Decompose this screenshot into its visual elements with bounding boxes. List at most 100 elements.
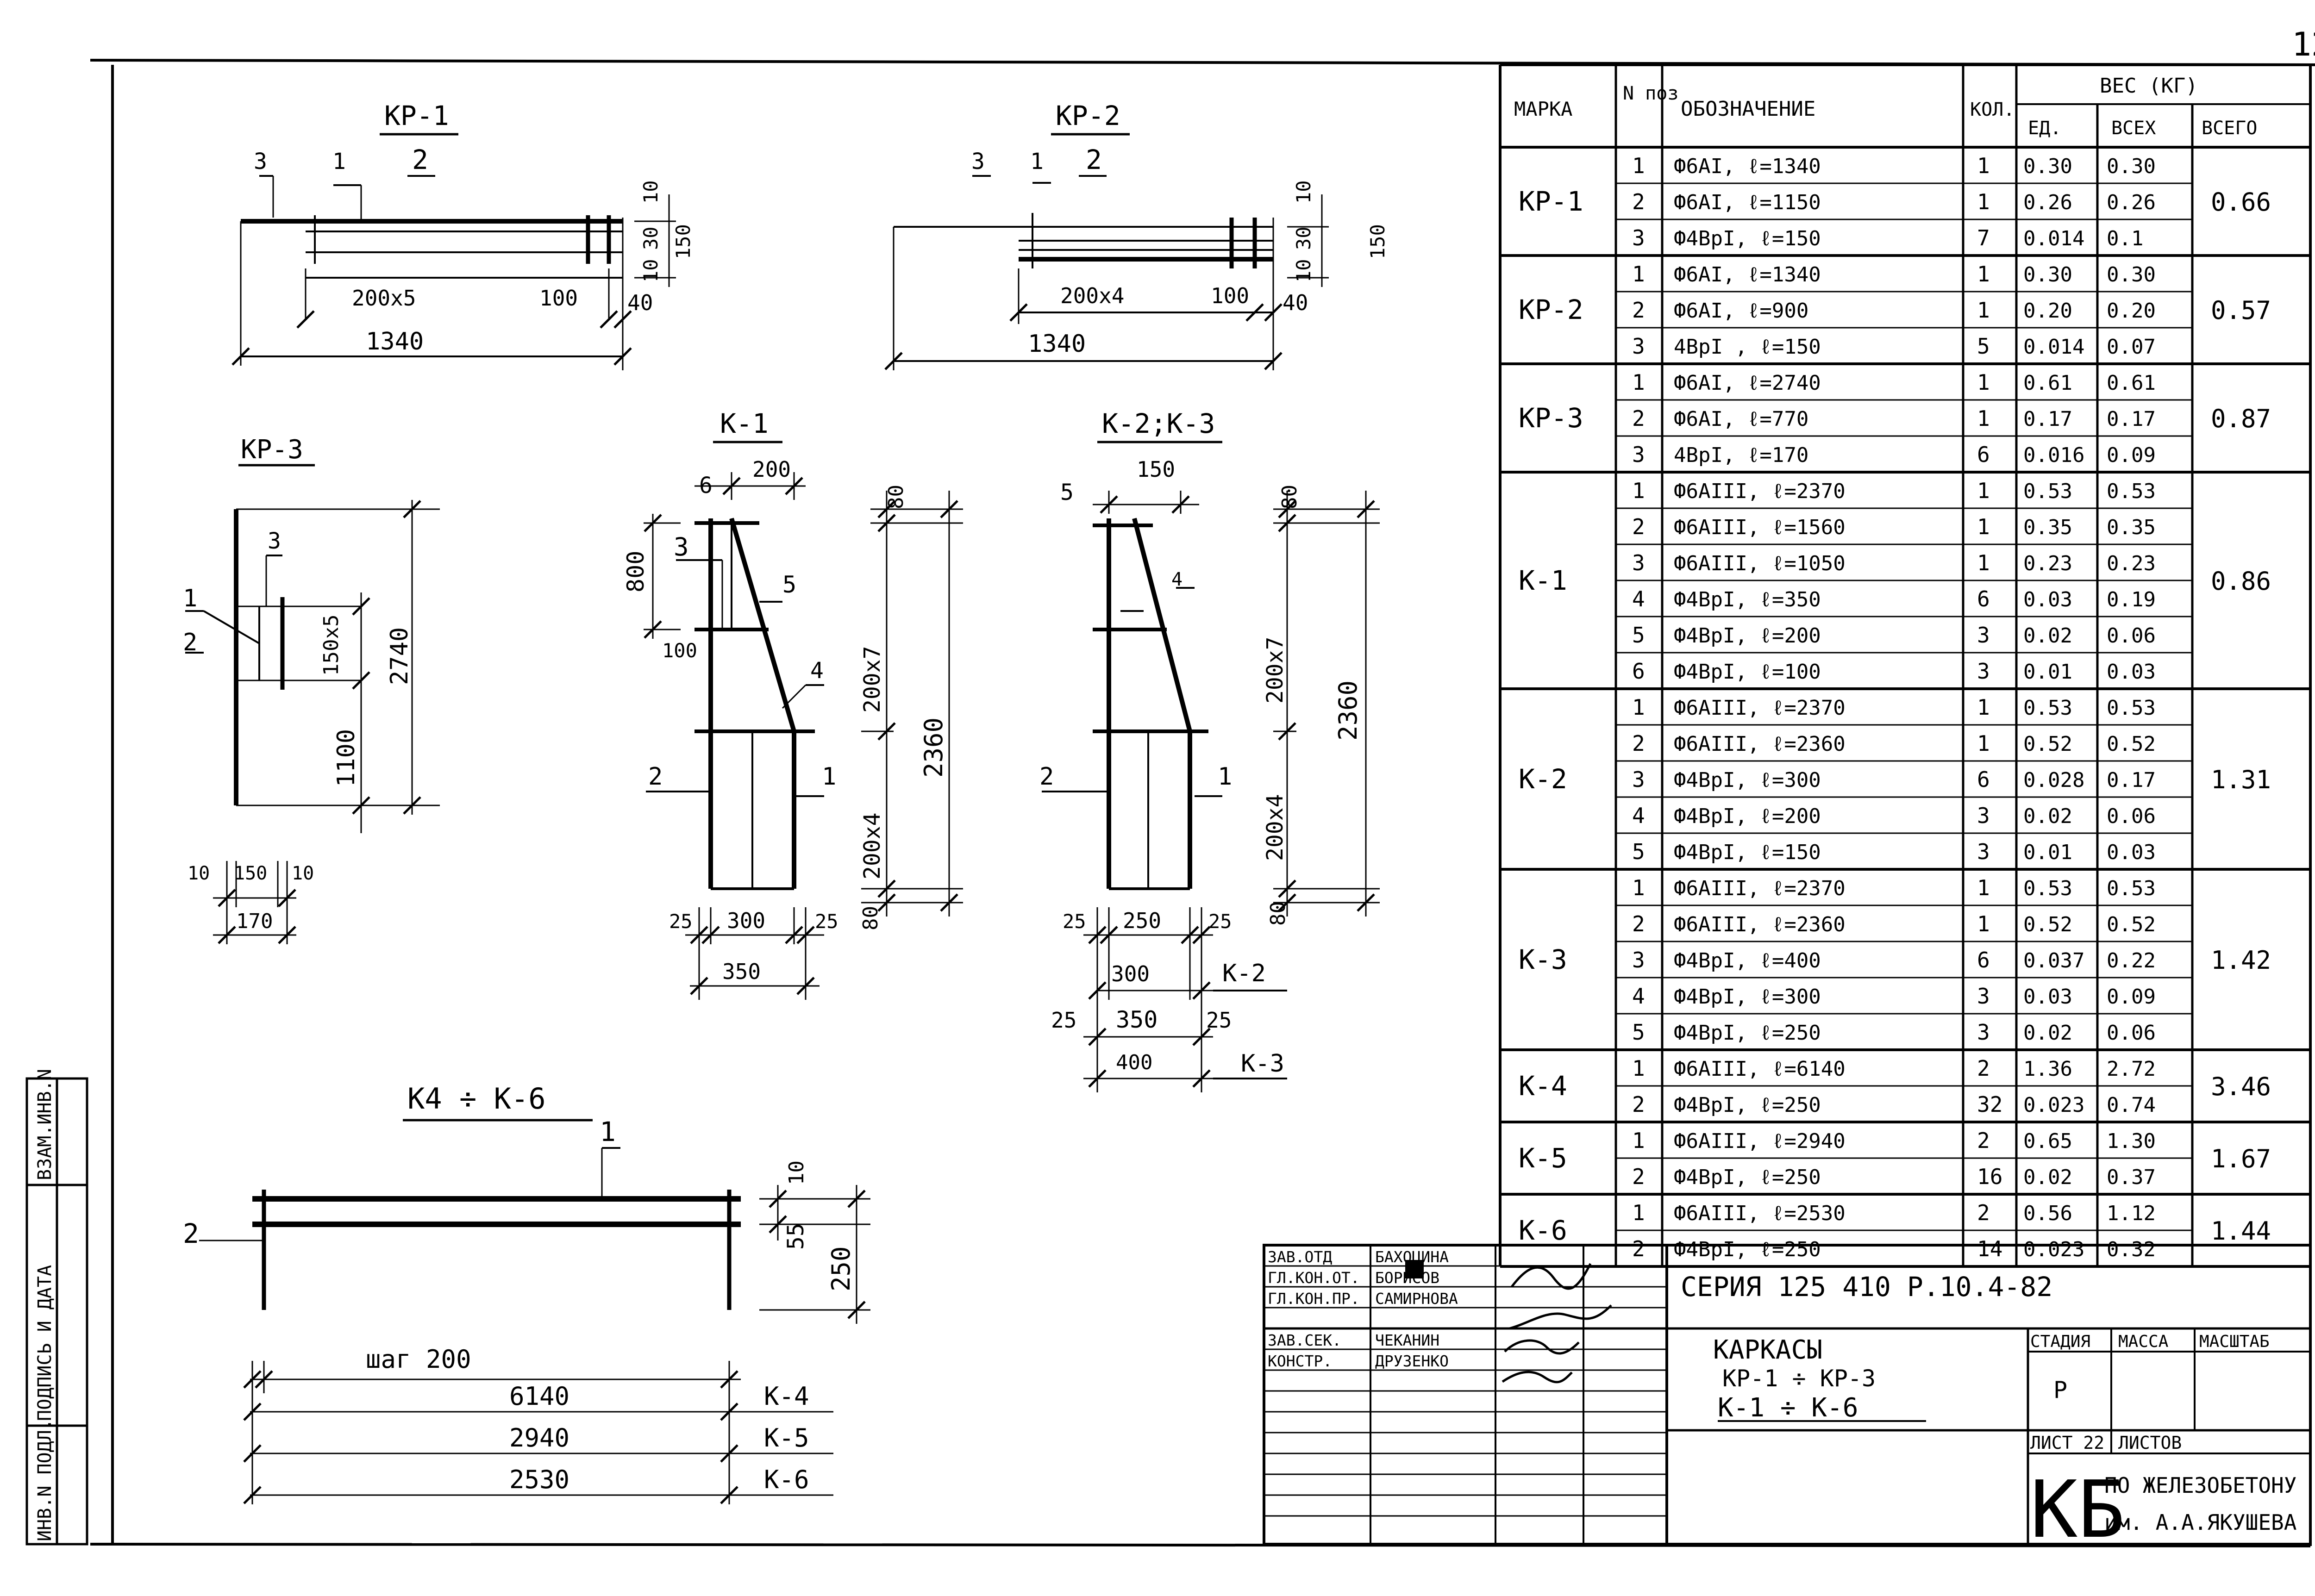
spec-cell-all: 0.17 [2107, 407, 2156, 431]
spec-cell-designation: Ф6АI, ℓ=770 [1674, 407, 1808, 431]
spec-cell-qty: 3 [1977, 623, 1990, 648]
spec-cell-mark: К-5 [1519, 1142, 1567, 1174]
kr1-title: КР-1 [384, 100, 449, 131]
spec-cell-unit: 0.02 [2023, 804, 2072, 828]
kr2-dim-30: 30 [1292, 226, 1315, 250]
tb-stage-label: СТАДИЯ [2030, 1332, 2090, 1351]
tb-scale-label: МАСШТАБ [2199, 1332, 2270, 1351]
sheet-number: 12 [2292, 25, 2315, 63]
k23-dim-80b: 80 [1266, 901, 1290, 926]
tb-doc-title-2: КР-1 ÷ КР-3 [1722, 1365, 1876, 1392]
spec-table-body: 1 Ф6АI, ℓ=1340 1 0.30 0.30 2 Ф6АI, ℓ=1150 1 0.26… [1519, 153, 2271, 1261]
k1-dim-25b: 25 [815, 910, 838, 933]
kr1-dim-150: 150 [672, 224, 694, 259]
spec-cell-designation: Ф6АIII, ℓ=6140 [1674, 1057, 1846, 1081]
spec-cell-designation: 4ВрI, ℓ=170 [1674, 443, 1808, 467]
tb-name-1: БОРИСОВ [1375, 1269, 1439, 1287]
k46-pos-2: 2 [183, 1218, 199, 1249]
spec-cell-designation: Ф6АIII, ℓ=2370 [1674, 696, 1846, 720]
spec-cell-all: 0.07 [2107, 335, 2156, 359]
spec-cell-pos: 1 [1632, 262, 1645, 287]
spec-cell-pos: 4 [1632, 984, 1645, 1009]
spec-cell-designation: Ф4ВрI, ℓ=150 [1674, 841, 1821, 864]
spec-cell-unit: 0.037 [2023, 949, 2084, 973]
spec-cell-unit: 0.53 [2023, 480, 2072, 503]
kr3-pos-3: 3 [268, 528, 281, 554]
k1-pos-2: 2 [648, 763, 663, 791]
spec-cell-all: 0.30 [2107, 155, 2156, 178]
k1-dim-80a: 80 [884, 485, 908, 509]
spec-cell-qty: 3 [1977, 839, 1990, 864]
spec-cell-qty: 6 [1977, 948, 1990, 973]
k23-pos-5: 5 [1060, 480, 1074, 505]
spec-cell-pos: 2 [1632, 1092, 1645, 1117]
spec-cell-total: 1.44 [2211, 1216, 2271, 1246]
spec-cell-all: 0.26 [2107, 191, 2156, 214]
spec-cell-designation: Ф4ВрI, ℓ=250 [1674, 1021, 1821, 1045]
k1-dim-300: 300 [727, 908, 765, 933]
spec-cell-all: 0.03 [2107, 841, 2156, 864]
k23-title: К-2;К-3 [1102, 408, 1215, 439]
k23-dim-200x4: 200x4 [1262, 794, 1288, 861]
spec-header-all: ВСЕХ [2111, 118, 2156, 139]
spec-cell-total: 1.31 [2211, 765, 2271, 794]
spec-cell-qty: 1 [1977, 875, 1990, 900]
spec-cell-pos: 3 [1632, 225, 1645, 250]
k23-pos-1: 1 [1218, 763, 1232, 791]
spec-cell-unit: 0.30 [2023, 263, 2072, 287]
k1-dim-200x4: 200x4 [859, 813, 885, 880]
k23-dim-25d: 25 [1206, 1008, 1232, 1033]
kr3-pos-1: 1 [183, 585, 197, 612]
k23-label-k3: К-3 [1241, 1050, 1284, 1078]
k23-dim-400: 400 [1116, 1051, 1152, 1074]
kr3-pos-2: 2 [183, 629, 197, 656]
spec-cell-designation: Ф6АI, ℓ=1340 [1674, 155, 1821, 178]
spec-cell-unit: 0.016 [2023, 443, 2084, 467]
spec-cell-total: 3.46 [2211, 1072, 2271, 1101]
spec-cell-pos: 3 [1632, 767, 1645, 792]
tb-role-1: ГЛ.КОН.ОТ. [1268, 1269, 1360, 1287]
kr2-pos-3: 3 [971, 149, 985, 175]
spec-cell-total: 0.87 [2211, 404, 2271, 433]
spec-cell-unit: 0.023 [2023, 1238, 2084, 1261]
spec-cell-pos: 1 [1632, 1056, 1645, 1081]
spec-cell-pos: 2 [1632, 731, 1645, 756]
spec-cell-designation: Ф4ВрI, ℓ=300 [1674, 985, 1821, 1009]
tb-name-0: БАХОЦИНА [1375, 1248, 1449, 1266]
spec-cell-designation: Ф6АI, ℓ=1150 [1674, 191, 1821, 214]
spec-cell-qty: 5 [1977, 334, 1990, 359]
spec-cell-all: 0.37 [2107, 1166, 2156, 1189]
spec-header-qty: КОЛ. [1970, 99, 2015, 120]
kr3-dim-150x5: 150x5 [319, 615, 343, 676]
stamp-inv-label: ИНВ.N ПОДЛ. [34, 1419, 56, 1541]
k46-lab-k5: К-5 [764, 1423, 809, 1453]
tb-role-3: ЗАВ.СЕК. [1268, 1331, 1341, 1349]
spec-cell-designation: Ф4ВрI, ℓ=200 [1674, 624, 1821, 648]
k23-dim-25a: 25 [1063, 910, 1086, 933]
spec-cell-qty: 1 [1977, 911, 1990, 936]
kr1-dim-200x5: 200x5 [352, 286, 416, 311]
spec-cell-designation: Ф4ВрI, ℓ=150 [1674, 227, 1821, 250]
spec-cell-unit: 0.61 [2023, 371, 2072, 395]
spec-cell-qty: 6 [1977, 586, 1990, 611]
tb-org-line2: им. А.А.ЯКУШЕВА [2104, 1510, 2296, 1535]
spec-cell-total: 1.42 [2211, 946, 2271, 975]
k23-dim-150: 150 [1137, 457, 1175, 482]
spec-cell-all: 0.09 [2107, 985, 2156, 1009]
k46-lab-k6: К-6 [764, 1465, 809, 1494]
kr2-dim-10b: 10 [1292, 259, 1315, 282]
kr2-pos-2: 2 [1086, 144, 1102, 175]
spec-cell-designation: Ф6АIII, ℓ=1560 [1674, 516, 1846, 539]
spec-cell-unit: 0.03 [2023, 985, 2072, 1009]
k1-dim-25a: 25 [669, 910, 693, 933]
spec-cell-qty: 1 [1977, 550, 1990, 575]
spec-cell-designation: Ф6АIII, ℓ=2360 [1674, 732, 1846, 756]
kr1-dim-1340: 1340 [366, 328, 424, 355]
kr1-dim-100: 100 [539, 286, 578, 311]
spec-cell-designation: Ф6АIII, ℓ=2360 [1674, 913, 1846, 936]
spec-cell-all: 0.52 [2107, 732, 2156, 756]
drawing-k1: К-1 [622, 408, 963, 1000]
kr1-dim-10b: 10 [639, 259, 662, 282]
kr1-pos-2: 2 [412, 144, 428, 175]
spec-cell-unit: 0.014 [2023, 335, 2084, 359]
